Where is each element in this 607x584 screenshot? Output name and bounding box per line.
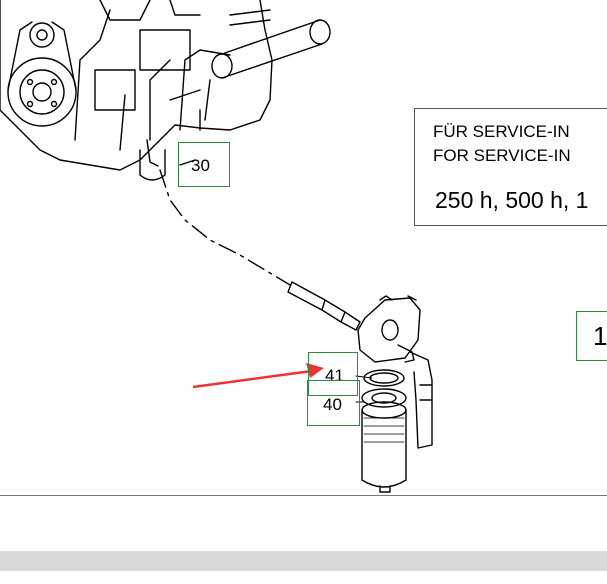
gasket-40: [361, 388, 407, 408]
filter-cartridge: [361, 409, 407, 488]
horizontal-scrollbar[interactable]: [0, 551, 607, 571]
callout-part-41[interactable]: 41: [308, 352, 358, 396]
engine-pulley: [7, 57, 77, 127]
fuel-hose: [287, 281, 326, 311]
red-arrow-icon: [192, 363, 324, 389]
filter-head: [357, 297, 421, 363]
fitting-30: [139, 149, 166, 181]
parts-diagram: 30 41 40 1 FÜR SERVICE-IN FOR SERVICE-IN…: [0, 0, 607, 493]
service-intervals: 250 h, 500 h, 1: [435, 187, 589, 213]
engine-fuel-filter-drawing: [0, 0, 433, 493]
engine-block: [0, 0, 273, 171]
engine-cylinder-part: [211, 53, 233, 79]
service-interval-box: FÜR SERVICE-IN FOR SERVICE-IN 250 h, 500…: [414, 108, 607, 226]
callout-label: 30: [191, 156, 210, 175]
callout-label: 40: [323, 395, 342, 414]
seal-ring-41: [363, 369, 405, 387]
callout-part-1[interactable]: 1: [576, 311, 607, 361]
filter-drain-tube: [409, 351, 433, 449]
service-text-english: FOR SERVICE-IN: [433, 146, 571, 165]
service-text-german: FÜR SERVICE-IN: [433, 122, 570, 141]
callout-label: 41: [325, 366, 344, 385]
callout-part-30[interactable]: 30: [178, 142, 230, 187]
diagram-bottom-divider: [0, 495, 607, 496]
callout-label: 1: [593, 321, 607, 351]
callout-part-40[interactable]: 40: [307, 380, 360, 426]
